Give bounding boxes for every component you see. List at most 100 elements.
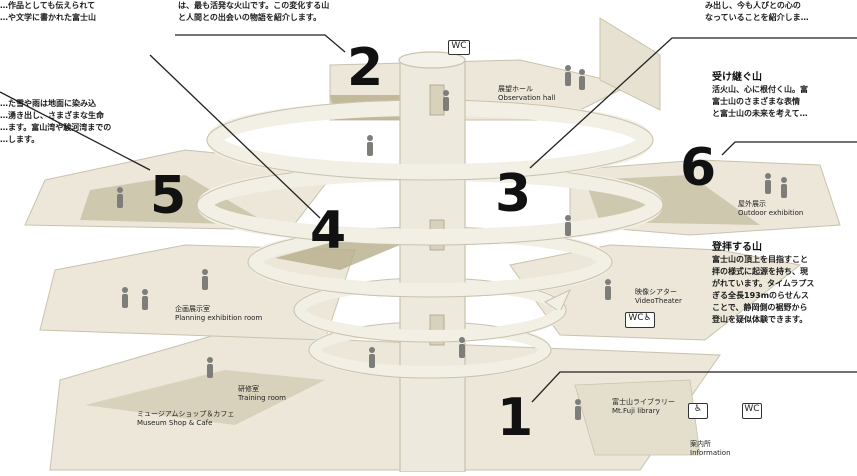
accessible-label: ♿ <box>643 313 652 323</box>
person-figure <box>207 357 213 378</box>
ramp-front-outline <box>206 139 654 181</box>
leader-line-5 <box>0 91 151 171</box>
desc-line: 活火山、心に根付く山。富 <box>712 85 808 94</box>
description-right-upper: 活火山、心に根付く山。富 富士山のさまざまな表情 と富士山の未来を考えて… <box>712 84 857 120</box>
room-label-en: Outdoor exhibition <box>738 209 804 217</box>
floor-number-2: 2 <box>347 38 384 98</box>
desc-line: …作品としても伝えられて <box>0 1 96 10</box>
desc-line: ぎる全長193mのらせんス <box>712 291 809 300</box>
description-top-left: …作品としても伝えられて …や文学に書かれた富士山 <box>0 0 170 24</box>
description-right-lower: 富士山の頂上を目指すこと 拝の様式に起源を持ち、現 がれています。タイムラプス … <box>712 254 857 326</box>
room-label-en: Museum Shop & Cafe <box>137 419 213 427</box>
ramp-arrow <box>543 288 572 313</box>
desc-line: …た雪や雨は地面に染み込 <box>0 99 96 108</box>
ramp-front-arc <box>207 137 653 180</box>
leader-line-3 <box>529 37 857 169</box>
room-label-ja: 研修室 <box>238 385 259 393</box>
floor-number-5: 5 <box>150 166 187 226</box>
description-left: …た雪や雨は地面に染み込 …湧き出し、さまざまな生命 …ます。富山湾や駿河湾まで… <box>0 98 165 146</box>
restroom-icon: WC <box>448 40 470 55</box>
room-label-en: VideoTheater <box>635 297 682 305</box>
room-label-ja: 展望ホール <box>498 85 533 93</box>
desc-line: なっていることを紹介しま… <box>705 13 809 22</box>
ramp-front-arc <box>248 260 612 297</box>
desc-line: 登山を疑似体験できます。 <box>712 315 808 324</box>
person-figure <box>369 347 375 368</box>
room-label-outdoor-exhibition: 屋外展示 Outdoor exhibition <box>738 200 803 218</box>
desc-line: …します。 <box>0 135 40 144</box>
ramp-front-outline <box>308 349 552 379</box>
desc-line: …湧き出し、さまざまな生命 <box>0 111 104 120</box>
room-label-information: 案内所 Information <box>690 440 731 458</box>
desc-line: は、最も活発な火山です。この変化する山 <box>178 1 330 10</box>
person-figure <box>202 269 208 290</box>
accessible-icon: ♿ <box>688 403 708 419</box>
person-figure <box>565 65 571 86</box>
desc-line: がれています。タイムラプス <box>712 279 815 288</box>
room-label-ja: 富士山ライブラリー <box>612 398 675 406</box>
person-figure <box>579 69 585 90</box>
floor-number-4: 4 <box>310 201 347 261</box>
person-figure <box>367 135 373 156</box>
desc-line: ことで、静岡側の裾野から <box>712 303 808 312</box>
central-core <box>399 59 466 473</box>
room-label-ja: 映像シアター <box>635 288 677 296</box>
leader-line-1 <box>531 371 857 403</box>
ramp-front-arc <box>197 202 663 245</box>
description-top-center: は、最も活発な火山です。この変化する山 と人間との出会いの物語を紹介します。 <box>178 0 418 24</box>
room-label-ja: 屋外展示 <box>738 200 766 208</box>
floor-2-wall <box>599 17 661 111</box>
desc-line: と富士山の未来を考えて… <box>712 109 808 118</box>
room-label-ja: 企画展示室 <box>175 305 210 313</box>
floor-number-1: 1 <box>497 388 534 448</box>
desc-line: …や文学に書かれた富士山 <box>0 13 96 22</box>
room-label-museum-shop: ミュージアムショップ＆カフェ Museum Shop & Cafe <box>137 410 234 428</box>
room-label-en: Mt.Fuji library <box>612 407 660 415</box>
restroom-accessible-icon: WC♿ <box>625 312 655 328</box>
person-figure <box>781 177 787 198</box>
room-label-en: Information <box>690 449 731 457</box>
room-label-video-theater: 映像シアター VideoTheater <box>635 288 682 306</box>
person-figure <box>605 279 611 300</box>
room-label-observation-hall: 展望ホール Observation hall <box>498 85 555 103</box>
room-label-ja: ミュージアムショップ＆カフェ <box>137 410 235 418</box>
desc-line: 富士山の頂上を目指すこと <box>712 255 808 264</box>
room-label-en: Planning exhibition room <box>175 314 263 322</box>
floor-1-shade-right <box>574 379 701 456</box>
heading-inherited-mountain: 受け継ぐ山 <box>712 72 762 83</box>
ramp-front-arc <box>294 308 566 342</box>
desc-line: 富士山のさまざまな表情 <box>712 97 800 106</box>
floor-number-3: 3 <box>495 164 532 224</box>
room-label-en: Training room <box>238 394 286 402</box>
person-figure <box>142 289 148 310</box>
central-core-top <box>398 51 466 69</box>
core-door <box>429 84 445 116</box>
desc-line: み出し、今も人びとの心の <box>705 1 801 10</box>
leader-line-2 <box>175 34 346 53</box>
room-label-training-room: 研修室 Training room <box>238 385 286 403</box>
floor-1-shade <box>85 370 325 425</box>
person-figure <box>575 399 581 420</box>
desc-line: …ます。富山湾や駿河湾までの <box>0 123 112 132</box>
heading-worship-mountain: 登拝する山 <box>712 242 762 253</box>
leader-line-6 <box>721 141 857 156</box>
room-label-library: 富士山ライブラリー Mt.Fuji library <box>612 398 675 416</box>
person-figure <box>122 287 128 308</box>
restroom-icon: WC <box>742 403 762 419</box>
desc-line: 拝の様式に起源を持ち、現 <box>712 267 808 276</box>
person-figure <box>443 90 449 111</box>
person-figure <box>565 215 571 236</box>
person-figure <box>459 337 465 358</box>
room-label-en: Observation hall <box>498 94 556 102</box>
room-label-ja: 案内所 <box>690 440 711 448</box>
restroom-label: WC <box>628 313 644 323</box>
ramp-front-outline <box>293 309 567 343</box>
room-label-planning-exhibition: 企画展示室 Planning exhibition room <box>175 305 262 323</box>
description-top-right: み出し、今も人びとの心の なっていることを紹介しま… <box>705 0 857 24</box>
person-figure <box>765 173 771 194</box>
person-figure <box>117 187 123 208</box>
leader-line-4 <box>149 54 321 219</box>
ramp-front-outline <box>247 261 613 298</box>
